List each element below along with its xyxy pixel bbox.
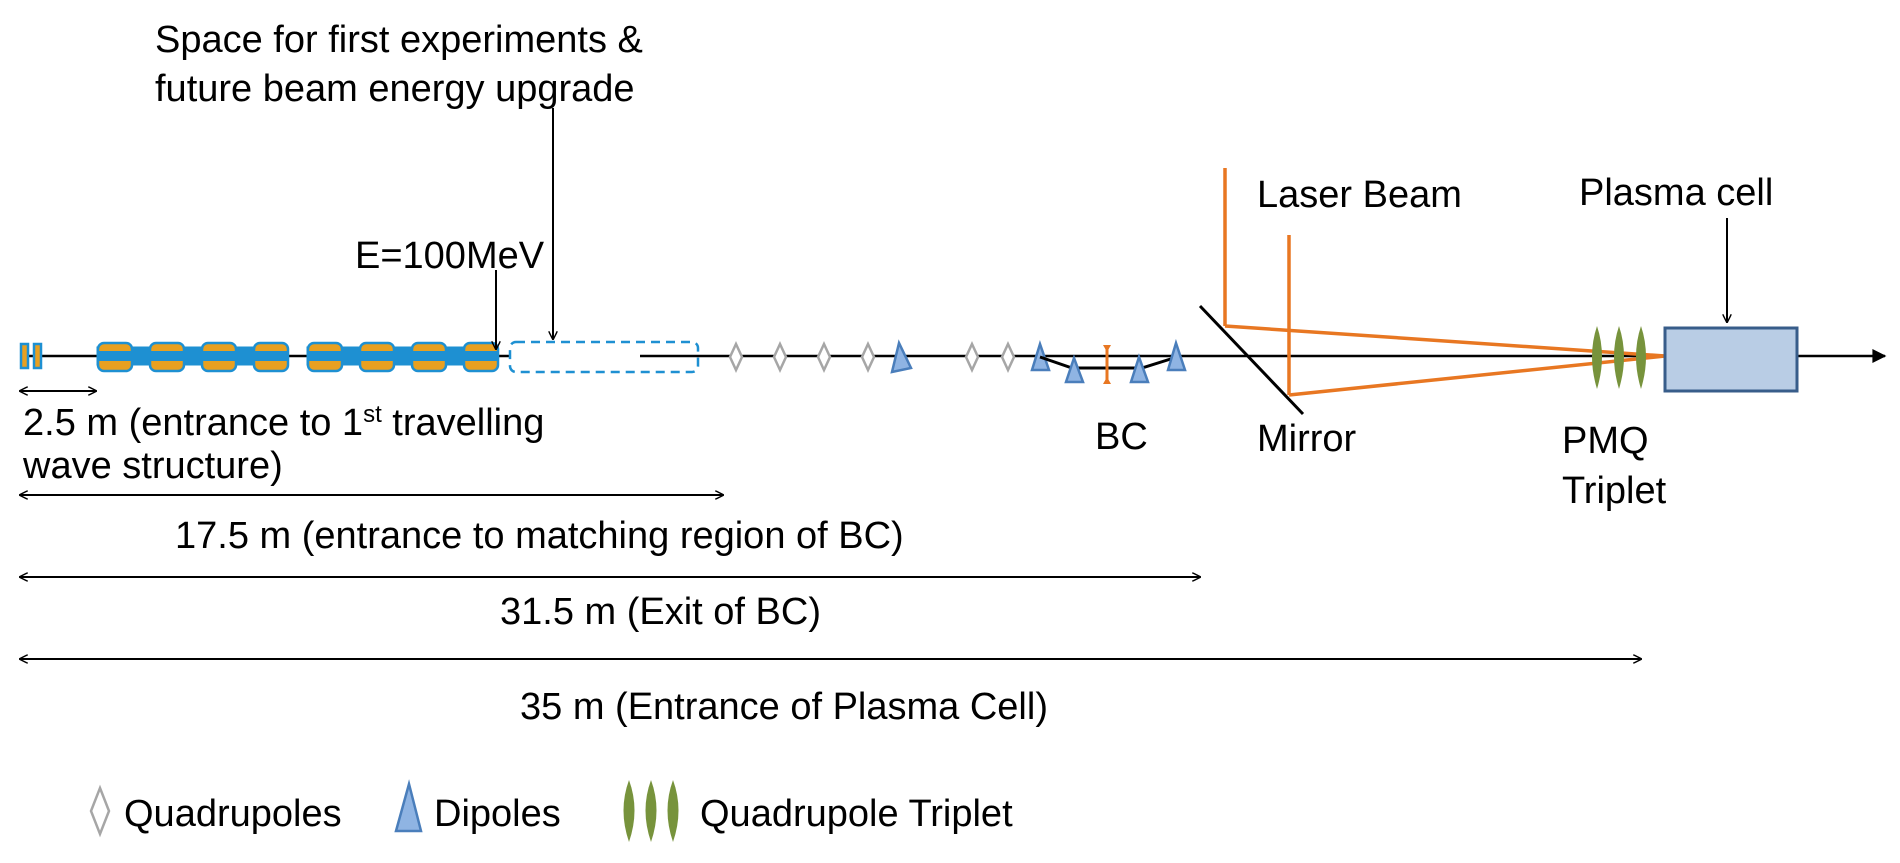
- quadrupole-icon: [89, 784, 111, 838]
- triplet-quad-icon: [1614, 326, 1624, 389]
- legend-quadrupoles: Quadrupoles: [124, 793, 342, 835]
- pmq-triplet: [1592, 326, 1646, 389]
- quadrupole-icon: [816, 341, 832, 373]
- pmq-label-line1: PMQ: [1562, 420, 1649, 462]
- dipole-icon: [394, 779, 423, 833]
- bunch-compressor: [1039, 338, 1187, 384]
- quadrupoles: [728, 341, 1016, 373]
- triplet-quad-icon: [623, 780, 635, 842]
- triplet-quad-icon: [667, 780, 679, 842]
- legend: Quadrupoles Dipoles Quadrupole Triplet: [89, 779, 1013, 842]
- travelling-wave-structure-1: [96, 341, 290, 373]
- distance-label-35m: 35 m (Entrance of Plasma Cell): [520, 686, 1048, 728]
- quadrupole-icon: [772, 341, 788, 373]
- space-label-line2: future beam energy upgrade: [155, 68, 635, 110]
- space-label-line1: Space for first experiments &: [155, 19, 643, 61]
- laser-beam-label: Laser Beam: [1257, 174, 1462, 216]
- legend-dipoles: Dipoles: [434, 793, 561, 835]
- legend-triplet: Quadrupole Triplet: [700, 793, 1013, 835]
- dipole-icon: [1129, 353, 1150, 384]
- distance-label-2p5m: 2.5 m (entrance to 1st travelling: [23, 401, 544, 444]
- energy-label: E=100MeV: [355, 235, 545, 277]
- triplet-quad-icon: [1592, 326, 1602, 389]
- dipole-icon: [890, 339, 913, 374]
- pmq-label-line2: Triplet: [1562, 470, 1667, 512]
- travelling-wave-structure-2: [306, 341, 500, 373]
- distance-label-17p5m: 17.5 m (entrance to matching region of B…: [175, 515, 904, 557]
- mirror-label: Mirror: [1257, 418, 1357, 460]
- quadrupole-icon: [1000, 341, 1016, 373]
- dipole-icon: [1064, 354, 1085, 384]
- laser-beam: [1223, 168, 1666, 397]
- plasma-cell: [1663, 326, 1799, 393]
- bc-label: BC: [1095, 416, 1148, 458]
- quadrupole-icon: [860, 341, 876, 373]
- quadrupole-icon: [728, 341, 744, 373]
- triplet-quad-icon: [645, 780, 657, 842]
- distance-label-31p5m: 31.5 m (Exit of BC): [500, 591, 821, 633]
- electron-gun: [19, 342, 43, 370]
- mirror: [1198, 304, 1305, 416]
- reserved-space-box: [508, 340, 700, 374]
- quadrupole-icon: [964, 341, 980, 373]
- plasma-cell-label: Plasma cell: [1579, 172, 1773, 214]
- triplet-quad-icon: [1636, 326, 1646, 389]
- dipole-icon: [1166, 338, 1187, 372]
- distance-label-2p5m-line2: wave structure): [22, 445, 283, 487]
